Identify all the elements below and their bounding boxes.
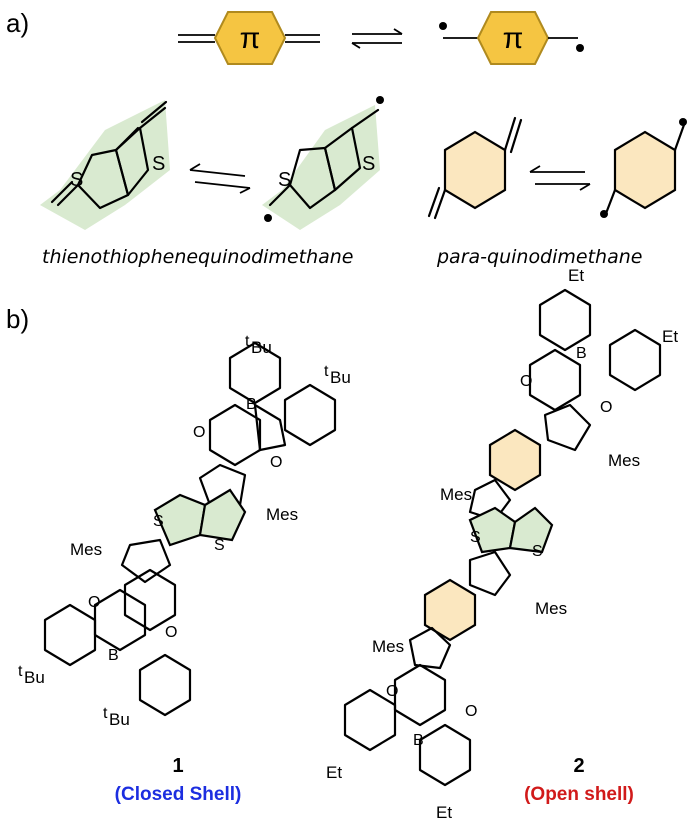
sulfur-atom: S <box>153 513 164 530</box>
panel-a-label: a) <box>6 8 29 38</box>
et-label: Et <box>436 803 452 822</box>
equilibrium-arrow-top <box>351 28 403 49</box>
sulfur-atom: S <box>214 537 225 554</box>
mes-label: Mes <box>372 637 404 656</box>
mes-label: Mes <box>70 540 102 559</box>
oxygen-atom: O <box>270 454 282 471</box>
tbu-sup: t <box>103 705 108 722</box>
et-label: Et <box>326 763 342 782</box>
boron-atom: B <box>576 345 587 362</box>
oxygen-atom: O <box>165 624 177 641</box>
sulfur-atom: S <box>152 153 165 175</box>
sulfur-atom: S <box>470 529 481 546</box>
compound-2-note: (Open shell) <box>524 784 634 805</box>
tbu-label: Bu <box>330 368 351 387</box>
sulfur-atom: S <box>278 169 291 191</box>
compound-2-number: 2 <box>573 755 584 777</box>
oxygen-atom: O <box>465 703 477 720</box>
tbu-label: Bu <box>24 668 45 687</box>
tbu-label: Bu <box>109 710 130 729</box>
sulfur-atom: S <box>362 153 375 175</box>
para-caption: para-quinodimethane <box>436 246 642 268</box>
et-label: Et <box>568 266 584 285</box>
oxygen-atom: O <box>193 424 205 441</box>
mes-label: Mes <box>266 505 298 524</box>
para-quinodimethane-diradical <box>600 118 687 218</box>
boron-atom: B <box>108 647 119 664</box>
equilibrium-arrow-thieno <box>189 163 251 194</box>
sulfur-atom: S <box>532 543 543 560</box>
compound-2-structure: Et Et O B O Mes Mes S S Mes Mes O B O Et… <box>326 266 678 822</box>
tbu-sup: t <box>245 333 250 350</box>
pi-hexagon-closed: π <box>178 11 320 65</box>
tbu-sup: t <box>324 363 329 380</box>
panel-b-label: b) <box>6 304 29 334</box>
oxygen-atom: O <box>520 373 532 390</box>
para-quinodimethane-quinoidal <box>427 116 523 220</box>
mes-label: Mes <box>440 485 472 504</box>
thienothiophene-diradical: S S <box>262 96 384 230</box>
compound-1-note: (Closed Shell) <box>115 784 242 805</box>
thienothiophene-quinoidal: S S <box>40 100 170 230</box>
oxygen-atom: O <box>88 594 100 611</box>
pi-symbol-left: π <box>240 22 261 55</box>
compound-1-number: 1 <box>172 755 183 777</box>
thieno-caption: thienothiophenequinodimethane <box>42 246 354 268</box>
pi-symbol-right: π <box>503 22 524 55</box>
boron-atom: B <box>413 732 424 749</box>
pi-hexagon-open: π <box>439 11 584 65</box>
equilibrium-arrow-para <box>529 165 591 191</box>
et-label: Et <box>662 327 678 346</box>
oxygen-atom: O <box>386 683 398 700</box>
sulfur-atom: S <box>70 169 83 191</box>
compound-1-structure: t Bu t Bu O B O Mes S S Mes O B O t Bu t… <box>18 333 351 729</box>
tbu-label: Bu <box>251 338 272 357</box>
tbu-sup: t <box>18 663 23 680</box>
oxygen-atom: O <box>600 399 612 416</box>
boron-atom: B <box>246 396 257 413</box>
mes-label: Mes <box>608 451 640 470</box>
mes-label: Mes <box>535 599 567 618</box>
